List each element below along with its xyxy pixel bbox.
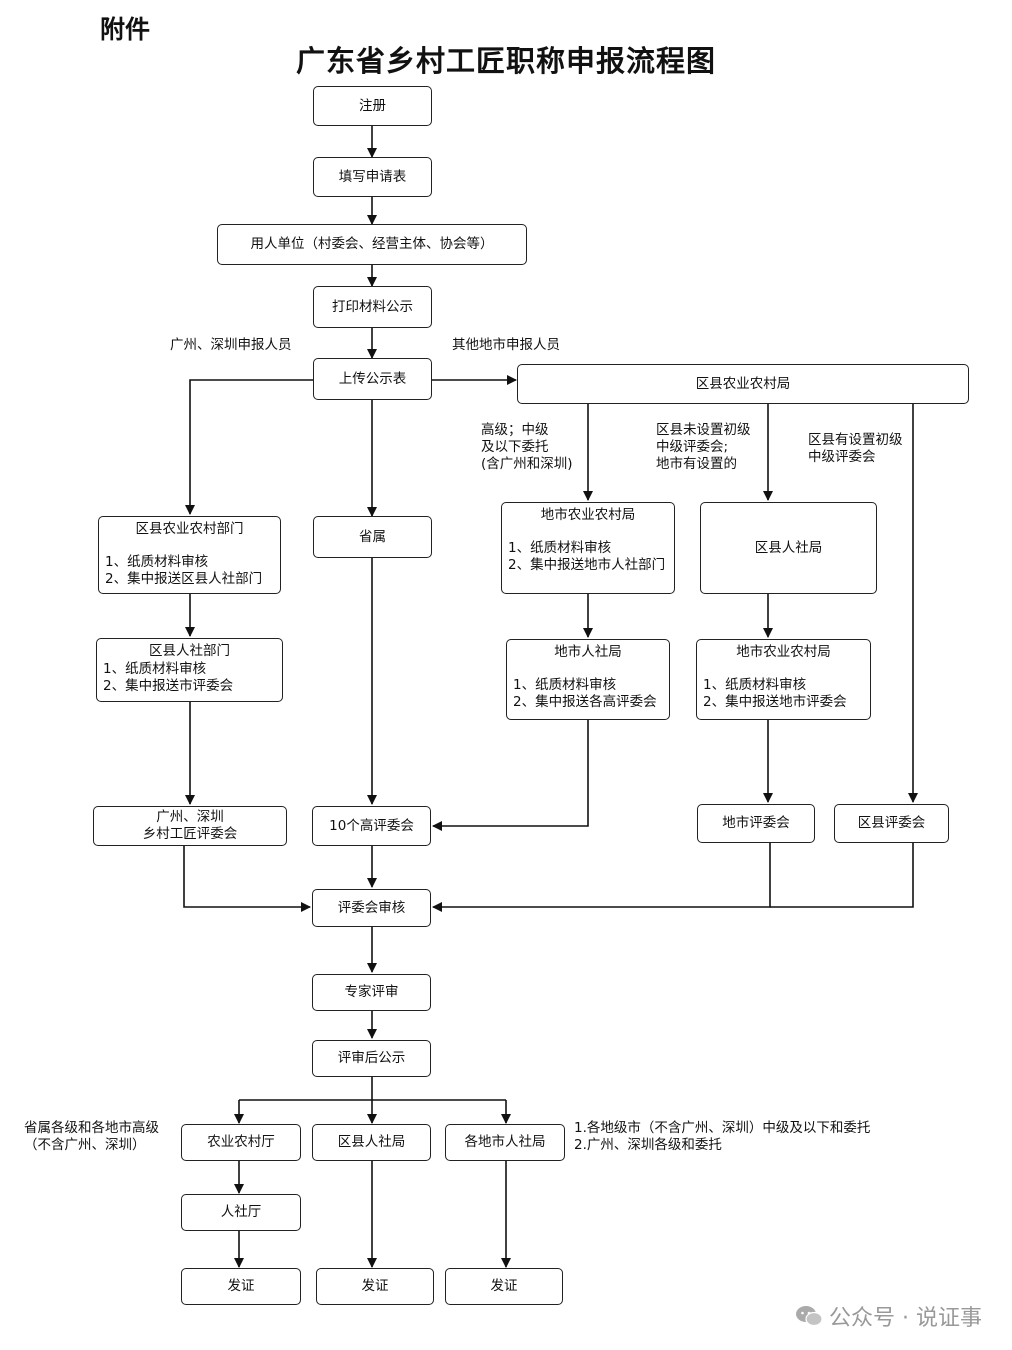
node-county-hrss-dept-line-1: 1、纸质材料审核: [103, 661, 207, 677]
node-city-agri-bureau: 地市农业农村局 1、纸质材料审核 2、集中报送地市人社部门: [501, 502, 675, 594]
label-senior-mid-entrusted-3: (含广州和深圳): [481, 456, 573, 472]
arrow-city-hrss-to-ten-senior: [432, 720, 589, 831]
label-county-has-committee-2: 中级评委会: [808, 449, 876, 465]
node-expert-review-label: 专家评审: [344, 984, 399, 1000]
node-employer: 用人单位（村委会、经营主体、协会等）: [217, 224, 527, 265]
node-register: 注册: [313, 86, 432, 126]
node-hrss-dept-label: 人社厅: [220, 1204, 262, 1220]
arrow-gz-sz-to-review: [183, 846, 311, 912]
node-hrss-dept: 人社厅: [181, 1194, 301, 1231]
watermark-text: 公众号 · 说证事: [829, 1306, 982, 1331]
arrow-city-committee-to-review: [432, 843, 771, 912]
diagram-title: 广东省乡村工匠职称申报流程图: [295, 44, 716, 78]
arrow-county-committee-merge: [770, 843, 914, 908]
node-county-hrss-bureau-label: 区县人社局: [754, 539, 823, 556]
label-senior-mid-entrusted-2: 及以下委托: [481, 439, 549, 455]
node-county-agri-dept-title: 区县农业农村部门: [135, 521, 244, 537]
node-upload: 上传公示表: [313, 358, 432, 400]
node-expert-review: 专家评审: [312, 974, 431, 1011]
node-issue-3-label: 发证: [490, 1278, 518, 1294]
node-issue-1: 发证: [181, 1268, 301, 1305]
node-city-agri-bureau-2-title: 地市农业农村局: [736, 644, 831, 660]
label-county-no-committee: 区县未设置初级 中级评委会; 地市有设置的: [656, 422, 751, 473]
watermark: 公众号 · 说证事: [795, 1300, 982, 1332]
node-upload-label: 上传公示表: [338, 370, 407, 387]
label-county-has-committee-1: 区县有设置初级: [808, 432, 903, 448]
label-county-no-committee-1: 区县未设置初级: [656, 422, 751, 438]
node-county-hrss-bottom: 区县人社局: [312, 1124, 431, 1161]
node-city-hrss-bureau-line-1: 1、纸质材料审核: [513, 677, 617, 693]
node-county-hrss-dept: 区县人社部门 1、纸质材料审核 2、集中报送市评委会: [96, 638, 283, 702]
node-print-publicize-label: 打印材料公示: [332, 298, 413, 315]
wechat-icon: [796, 1306, 823, 1327]
node-agri-dept-label: 农业农村厅: [207, 1134, 275, 1150]
node-city-agri-bureau-line-2: 2、集中报送地市人社部门: [508, 557, 666, 573]
node-city-agri-bureau-line-1: 1、纸质材料审核: [508, 540, 612, 556]
node-city-agri-bureau-2: 地市农业农村局 1、纸质材料审核 2、集中报送地市评委会: [696, 639, 871, 720]
node-gz-sz-committee: 广州、深圳 乡村工匠评委会: [93, 806, 287, 846]
node-county-hrss-bureau: 区县人社局: [700, 502, 877, 594]
node-provincial: 省属: [313, 516, 432, 558]
label-county-no-committee-2: 中级评委会;: [656, 439, 729, 455]
node-city-hrss-bureau: 地市人社局 1、纸质材料审核 2、集中报送各高评委会: [506, 639, 670, 720]
node-county-agri-dept: 区县农业农村部门 1、纸质材料审核 2、集中报送区县人社部门: [98, 516, 281, 594]
node-register-label: 注册: [359, 97, 386, 114]
node-issue-1-label: 发证: [227, 1278, 255, 1294]
node-issue-3: 发证: [445, 1268, 563, 1305]
node-fill-form-label: 填写申请表: [338, 168, 407, 185]
label-senior-mid-entrusted-1: 高级；中级: [481, 422, 549, 438]
node-employer-label: 用人单位（村委会、经营主体、协会等）: [250, 236, 494, 252]
node-city-hrss-bottom-label: 各地市人社局: [464, 1134, 546, 1150]
node-gz-sz-committee-line-2: 乡村工匠评委会: [142, 826, 238, 842]
label-provincial-senior-1: 省属各级和各地市高级: [24, 1120, 159, 1136]
node-city-agri-bureau-2-line-2: 2、集中报送地市评委会: [703, 694, 847, 710]
node-county-hrss-dept-line-2: 2、集中报送市评委会: [103, 678, 234, 694]
node-county-hrss-bottom-label: 区县人社局: [337, 1134, 406, 1150]
label-county-no-committee-3: 地市有设置的: [656, 456, 737, 472]
node-post-review-publicize-label: 评审后公示: [337, 1050, 406, 1066]
node-county-committee: 区县评委会: [834, 804, 949, 843]
node-agri-dept: 农业农村厅: [181, 1124, 301, 1161]
node-committee-review: 评委会审核: [312, 889, 431, 927]
node-city-committee: 地市评委会: [697, 804, 815, 843]
label-county-has-committee: 区县有设置初级 中级评委会: [808, 432, 903, 466]
node-provincial-label: 省属: [359, 528, 386, 545]
label-city-mid-below-2: 2.广州、深圳各级和委托: [574, 1137, 722, 1153]
arrow-upload-to-county-agri-dept: [185, 379, 313, 515]
node-city-hrss-bureau-line-2: 2、集中报送各高评委会: [513, 694, 657, 710]
label-city-mid-below: 1.各地级市（不含广州、深圳）中级及以下和委托 2.广州、深圳各级和委托: [574, 1120, 870, 1154]
node-ten-senior-committees-label: 10个高评委会: [329, 817, 414, 834]
node-city-agri-bureau-title: 地市农业农村局: [540, 507, 636, 523]
node-post-review-publicize: 评审后公示: [312, 1040, 431, 1077]
node-county-hrss-dept-title: 区县人社部门: [149, 643, 230, 659]
attachment-label: 附件: [100, 15, 151, 44]
node-city-agri-bureau-2-line-1: 1、纸质材料审核: [703, 677, 807, 693]
node-county-agri-dept-line-1: 1、纸质材料审核: [105, 554, 209, 570]
node-fill-form: 填写申请表: [313, 157, 432, 197]
label-senior-mid-entrusted: 高级；中级 及以下委托 (含广州和深圳): [481, 422, 573, 473]
label-gz-sz-applicants: 广州、深圳申报人员: [170, 337, 292, 353]
node-ten-senior-committees: 10个高评委会: [312, 806, 431, 846]
node-gz-sz-committee-line-1: 广州、深圳: [156, 809, 224, 825]
node-county-agri-bureau-label: 区县农业农村局: [695, 375, 791, 392]
label-city-mid-below-1: 1.各地级市（不含广州、深圳）中级及以下和委托: [574, 1120, 871, 1136]
node-issue-2-label: 发证: [361, 1278, 389, 1294]
node-issue-2: 发证: [316, 1268, 434, 1305]
node-county-agri-dept-line-2: 2、集中报送区县人社部门: [105, 571, 263, 587]
node-city-hrss-bottom: 各地市人社局: [445, 1124, 565, 1161]
node-county-agri-bureau: 区县农业农村局: [517, 364, 969, 404]
label-provincial-senior-2: （不含广州、深圳）: [24, 1137, 146, 1153]
node-committee-review-label: 评委会审核: [337, 899, 406, 916]
node-county-committee-label: 区县评委会: [857, 815, 926, 831]
node-print-publicize: 打印材料公示: [313, 286, 432, 328]
label-other-city-applicants: 其他地市申报人员: [452, 337, 560, 353]
node-city-committee-label: 地市评委会: [722, 815, 790, 831]
node-city-hrss-bureau-title: 地市人社局: [554, 644, 622, 660]
label-provincial-senior: 省属各级和各地市高级 （不含广州、深圳）: [24, 1120, 159, 1154]
